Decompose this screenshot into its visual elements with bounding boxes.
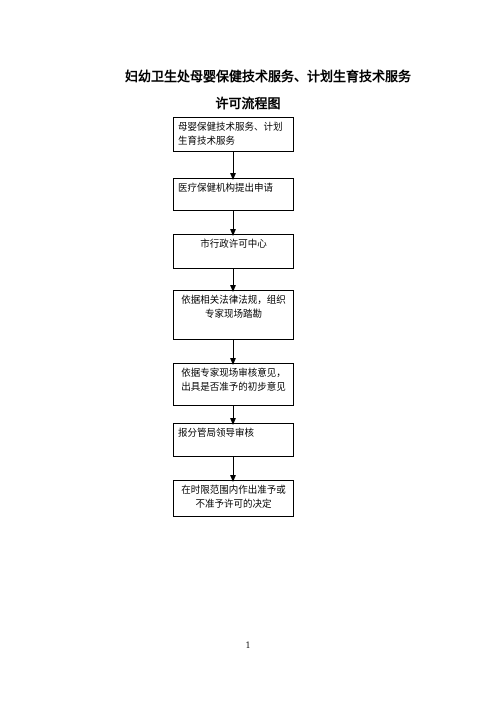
page-number: 1 [245,641,251,650]
step-3-box: 市行政许可中心 [173,234,294,269]
arrow-5-6 [230,406,236,425]
flowchart-title-line1: 妇幼卫生处母婴保健技术服务、计划生育技术服务 [124,70,411,85]
step-1-box: 母婴保健技术服务、计划生育技术服务 [173,117,294,152]
arrow-6-7 [230,457,236,482]
arrow-3-4 [230,269,236,292]
arrow-2-3 [230,211,236,236]
flowchart-title-line2: 许可流程图 [215,97,281,112]
arrow-4-5 [230,340,236,365]
step-4-box: 依据相关法律法规，组织专家现场踏勘 [173,290,294,340]
step-7-box: 在时限范围内作出准予或不准予许可的决定 [173,480,294,517]
step-2-box: 医疗保健机构提出申请 [173,178,294,211]
step-5-box: 依据专家现场审核意见，出具是否准予的初步意见 [173,363,294,406]
arrow-1-2 [230,152,236,180]
step-6-box: 报分管局领导审核 [173,423,294,457]
